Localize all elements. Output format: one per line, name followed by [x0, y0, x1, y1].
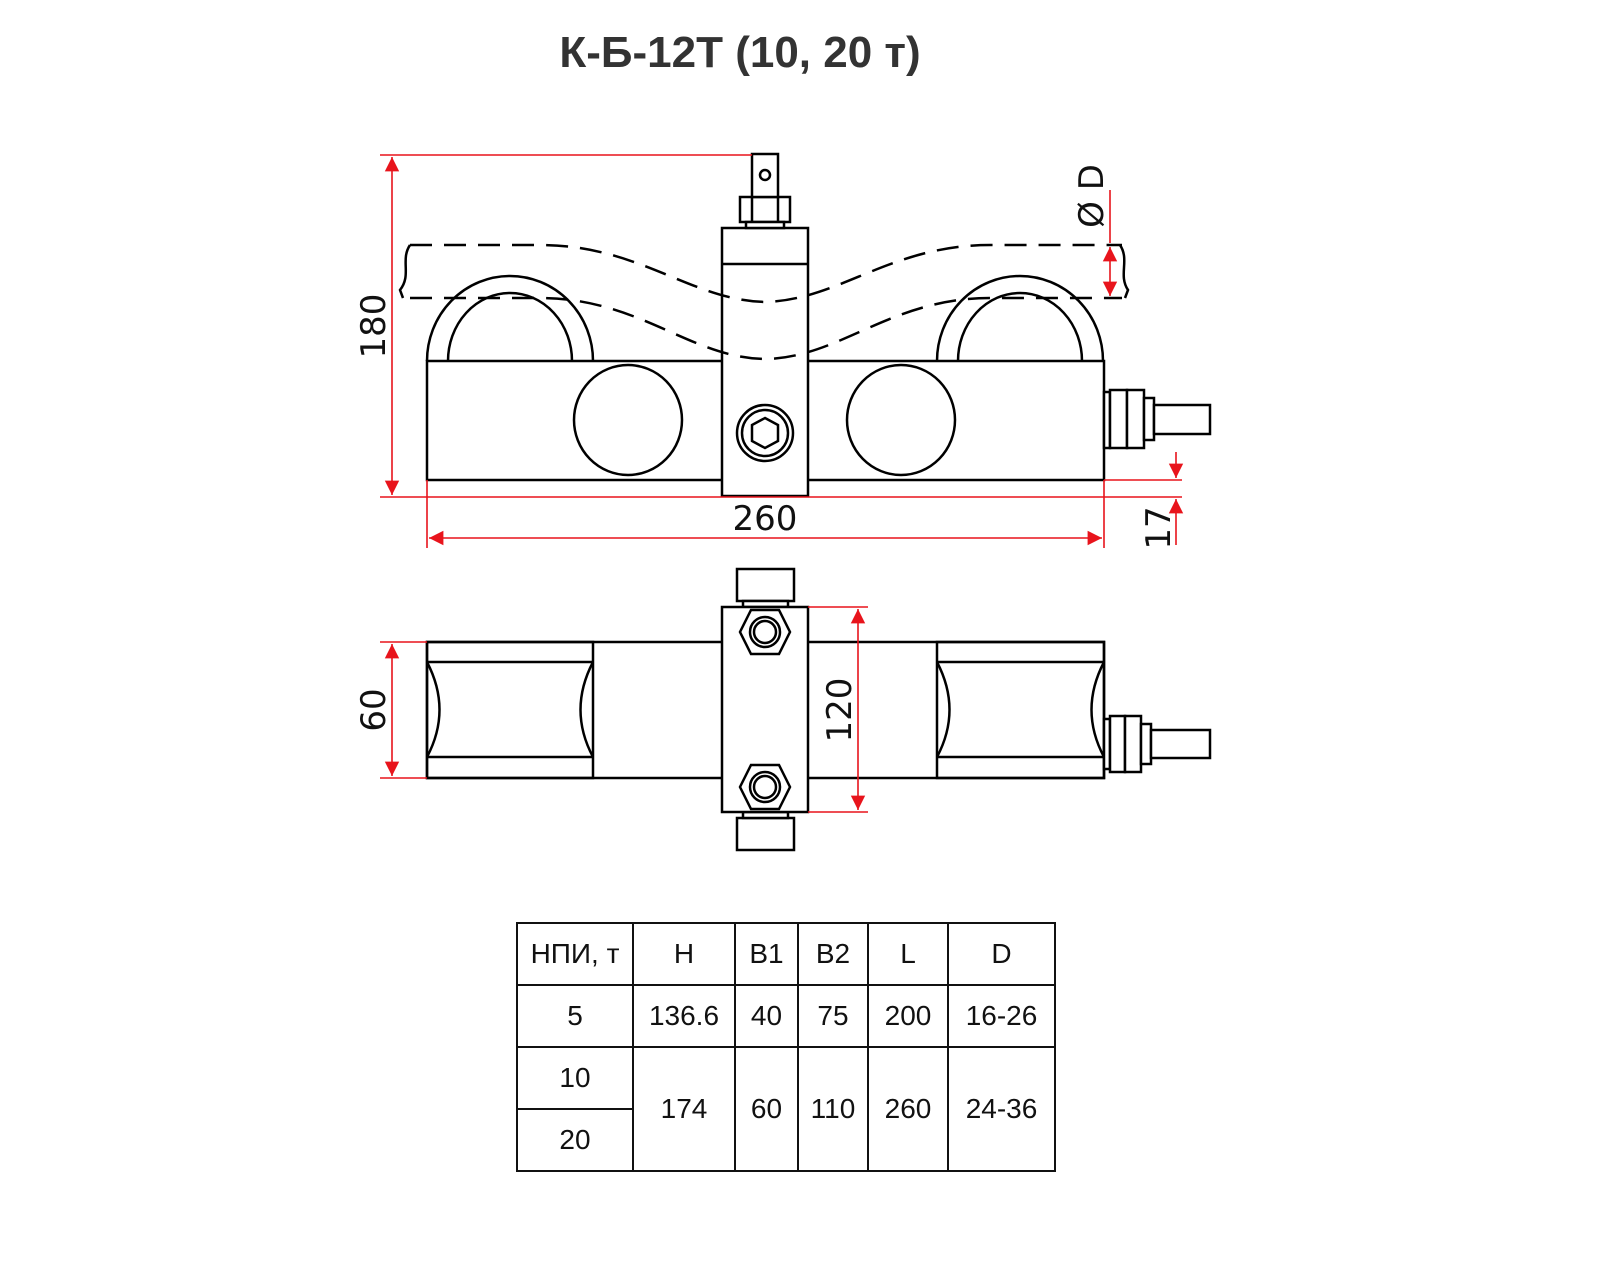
cell-b1: 60 — [734, 1046, 799, 1172]
cable — [1152, 403, 1212, 436]
cable-top — [1149, 728, 1212, 760]
drawing-title: К-Б-12Т (10, 20 т) — [559, 28, 921, 77]
left-gauge-hole — [572, 363, 684, 477]
cell-b2: 75 — [797, 984, 869, 1048]
cell-b1: 40 — [734, 984, 799, 1048]
cell-b2: 110 — [797, 1046, 869, 1172]
top-dimensions: 60 120 — [354, 606, 868, 813]
right-saddle-inner — [956, 291, 1084, 362]
width-dimension: 60 — [354, 688, 394, 731]
cell-d: 16-26 — [947, 984, 1056, 1048]
hex-bolt — [735, 403, 795, 463]
header-h: H — [632, 922, 736, 986]
hex-nut-bottom-icon — [738, 763, 792, 811]
height-dimension: 180 — [354, 294, 394, 359]
cell-load: 20 — [516, 1108, 634, 1172]
hex-socket-icon — [750, 416, 780, 450]
hex-nut-top-icon — [738, 608, 792, 656]
top-view — [425, 567, 1212, 852]
base-offset-dimension: 17 — [1139, 506, 1179, 549]
pipe-bottom-dashed — [410, 296, 1122, 361]
header-l: L — [867, 922, 949, 986]
cell-l: 200 — [867, 984, 949, 1048]
center-block-dimension: 120 — [820, 678, 860, 743]
cell-h: 174 — [632, 1046, 736, 1172]
cell-load: 10 — [516, 1046, 634, 1110]
table-row: 20 — [516, 1108, 1055, 1172]
pipe-diameter-dimension: Ø D — [1072, 164, 1112, 228]
header-b1: B1 — [734, 922, 799, 986]
length-dimension: 260 — [733, 499, 798, 539]
cell-h: 136.6 — [632, 984, 736, 1048]
left-saddle-outer — [425, 274, 595, 362]
center-block-top — [720, 605, 810, 814]
top-pin — [750, 152, 780, 199]
header-load: НПИ, т — [516, 922, 634, 986]
front-view — [398, 152, 1212, 498]
front-dimensions: 180 260 17 Ø D — [354, 154, 1184, 550]
cell-l: 260 — [867, 1046, 949, 1172]
dimensions-table: НПИ, т H B1 B2 L D 5 136.6 40 75 200 16-… — [516, 922, 1056, 1172]
pipe-top-dashed — [410, 243, 1122, 304]
right-saddle-outer — [935, 274, 1105, 362]
cell-d: 24-36 — [947, 1046, 1056, 1172]
table-row: 10 174 60 110 260 24-36 — [516, 1046, 1056, 1172]
right-gauge-hole — [845, 363, 957, 477]
table-header-row: НПИ, т H B1 B2 L D — [516, 922, 1056, 986]
table-row: 5 136.6 40 75 200 16-26 — [516, 984, 1056, 1048]
center-block — [720, 226, 810, 498]
header-b2: B2 — [797, 922, 869, 986]
header-d: D — [947, 922, 1056, 986]
cell-load: 5 — [516, 984, 634, 1048]
left-saddle-inner — [446, 291, 574, 362]
